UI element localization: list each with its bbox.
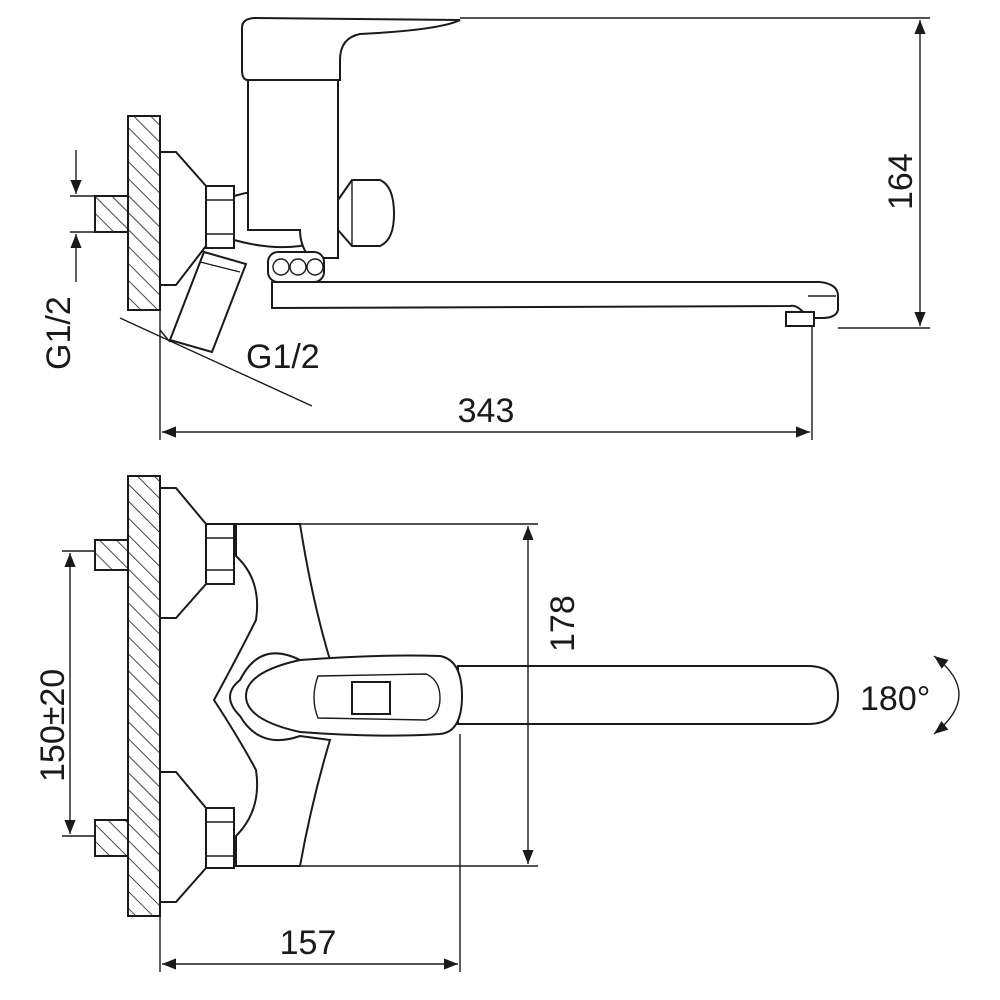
- dim-overall-height: 164: [460, 17, 930, 329]
- dim-thread-inlet: G1/2: [119, 317, 320, 407]
- spout-collar: [267, 251, 325, 283]
- dim-thread-wall: G1/2: [40, 150, 95, 370]
- label-spout-reach: 343: [458, 392, 515, 430]
- dim-inlet-spacing: 150±20: [34, 550, 95, 837]
- label-spout-rotation: 180°: [860, 680, 930, 718]
- dim-body-height: 178: [300, 523, 582, 867]
- label-thread-wall: G1/2: [40, 296, 78, 370]
- label-overall-height: 164: [882, 153, 920, 210]
- upper-nut: [205, 523, 235, 585]
- dim-body-depth: 157: [159, 734, 461, 972]
- dim-spout-reach: 343: [159, 310, 813, 440]
- lever-handle: [241, 16, 461, 81]
- top-view: 178 150±20 157 180°: [34, 475, 960, 972]
- label-body-height: 178: [544, 595, 582, 652]
- connector-nut: [205, 185, 235, 249]
- upper-escutcheon: [159, 487, 207, 619]
- spout-top: [457, 665, 840, 725]
- lower-nut: [205, 807, 235, 869]
- eccentric-connector: [168, 250, 248, 354]
- aerator: [785, 311, 815, 327]
- diverter-knob: [337, 179, 396, 247]
- label-body-depth: 157: [280, 924, 337, 962]
- body-shell-top: [212, 523, 332, 867]
- label-inlet-spacing: 150±20: [34, 669, 72, 782]
- wall-section: [127, 115, 161, 311]
- wall-section-top: [127, 475, 161, 917]
- lower-escutcheon: [159, 771, 207, 903]
- spout: [271, 281, 839, 319]
- wall-pipe: [94, 195, 129, 233]
- upper-wall-pipe: [94, 539, 129, 571]
- side-view: 164 G1/2 G1/2 343: [40, 16, 930, 440]
- rotation-arrow: [933, 655, 960, 735]
- label-thread-inlet: G1/2: [246, 338, 320, 376]
- dim-spout-rotation: 180°: [860, 655, 960, 735]
- lower-wall-pipe: [94, 819, 129, 857]
- lever-grip: [351, 681, 391, 715]
